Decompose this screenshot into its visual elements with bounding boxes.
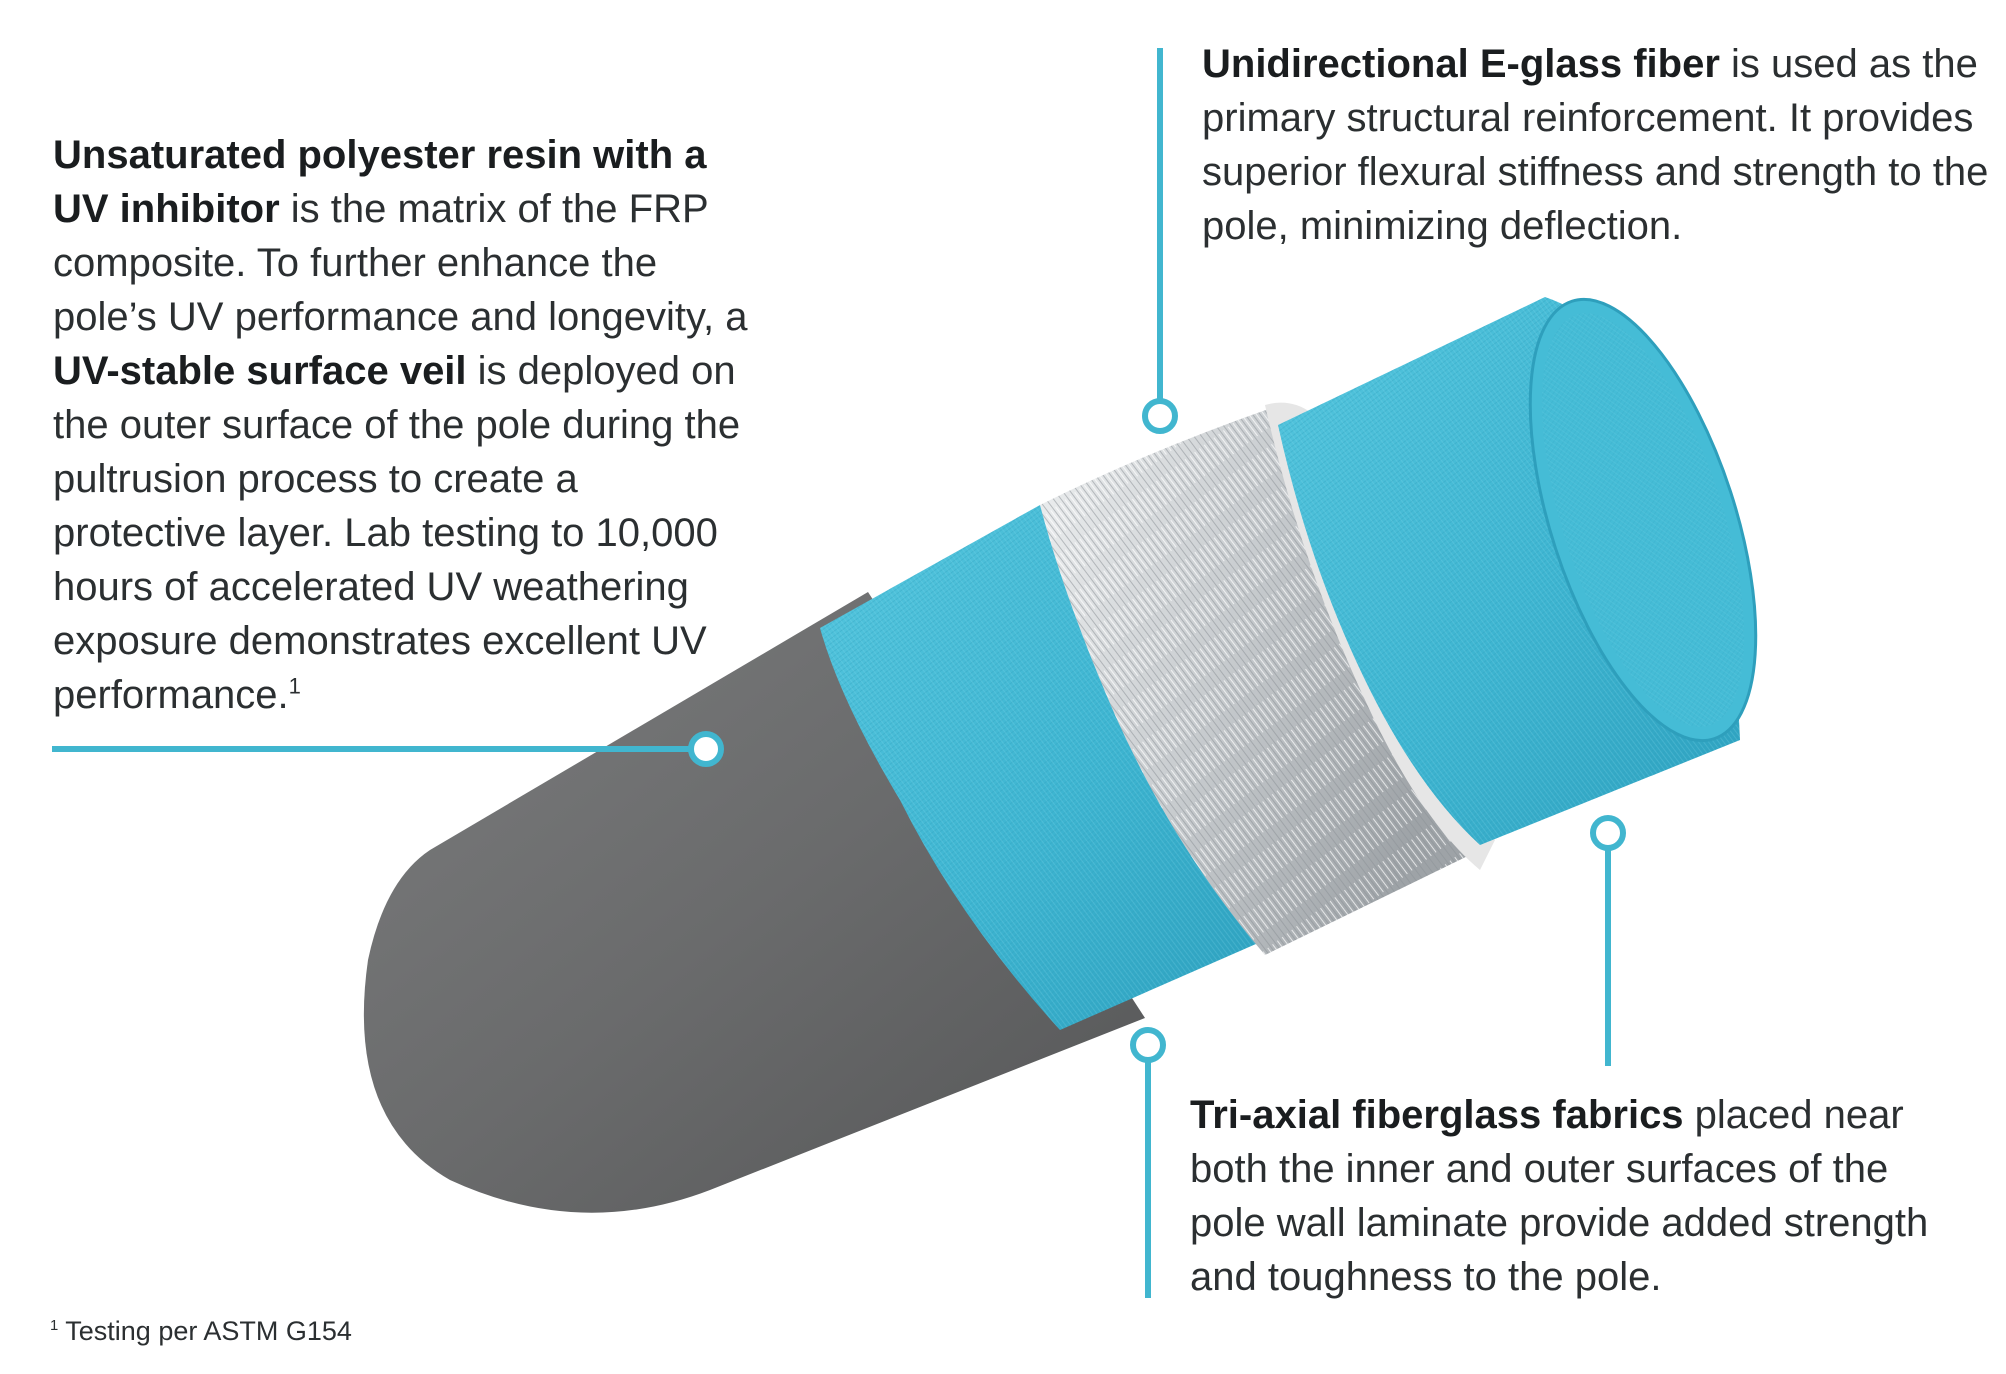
callout-dot-icon	[1130, 1027, 1166, 1063]
eglass-callout-text: Unidirectional E-glass fiber is used as …	[1202, 37, 2002, 253]
footnote: 1 Testing per ASTM G154	[50, 1314, 352, 1348]
resin-callout-body-2: is deployed on the outer surface of the …	[53, 349, 741, 717]
callout-dot-icon	[1590, 815, 1626, 851]
triaxial-callout-bold-lead: Tri-axial fiberglass fabrics	[1190, 1093, 1684, 1137]
triaxial-callout-body: placed near both the inner and outer sur…	[1190, 1093, 1929, 1299]
callout-leader-eglass	[1142, 48, 1178, 434]
callout-leader-triaxial-outer	[1130, 1027, 1166, 1298]
callout-dot-icon	[1142, 398, 1178, 434]
inner-triaxial-fabric	[1278, 297, 1758, 845]
callout-dot-icon	[688, 731, 724, 767]
footnote-marker: 1	[50, 1318, 59, 1334]
unidirectional-fiber-core	[1040, 405, 1480, 955]
resin-callout-bold-veil: UV-stable surface veil	[53, 349, 467, 393]
eglass-callout-body: is used as the primary structural reinfo…	[1202, 42, 1989, 248]
resin-callout-text: Unsaturated polyester resin with a UV in…	[53, 128, 753, 722]
callout-leader-triaxial-inner	[1590, 815, 1626, 1066]
triaxial-callout-text: Tri-axial fiberglass fabrics placed near…	[1190, 1088, 1950, 1304]
resin-callout-bold-lead: Unsaturated polyester resin with a UV in…	[53, 133, 707, 231]
resin-callout-footnote-ref: 1	[288, 673, 301, 699]
resin-callout-body-1: is the matrix of the FRP composite. To f…	[53, 187, 748, 339]
eglass-callout-bold-lead: Unidirectional E-glass fiber	[1202, 42, 1720, 86]
footnote-text: Testing per ASTM G154	[58, 1316, 352, 1346]
outer-triaxial-fabric-band	[820, 505, 1265, 1030]
callout-leader-resin	[52, 731, 724, 767]
